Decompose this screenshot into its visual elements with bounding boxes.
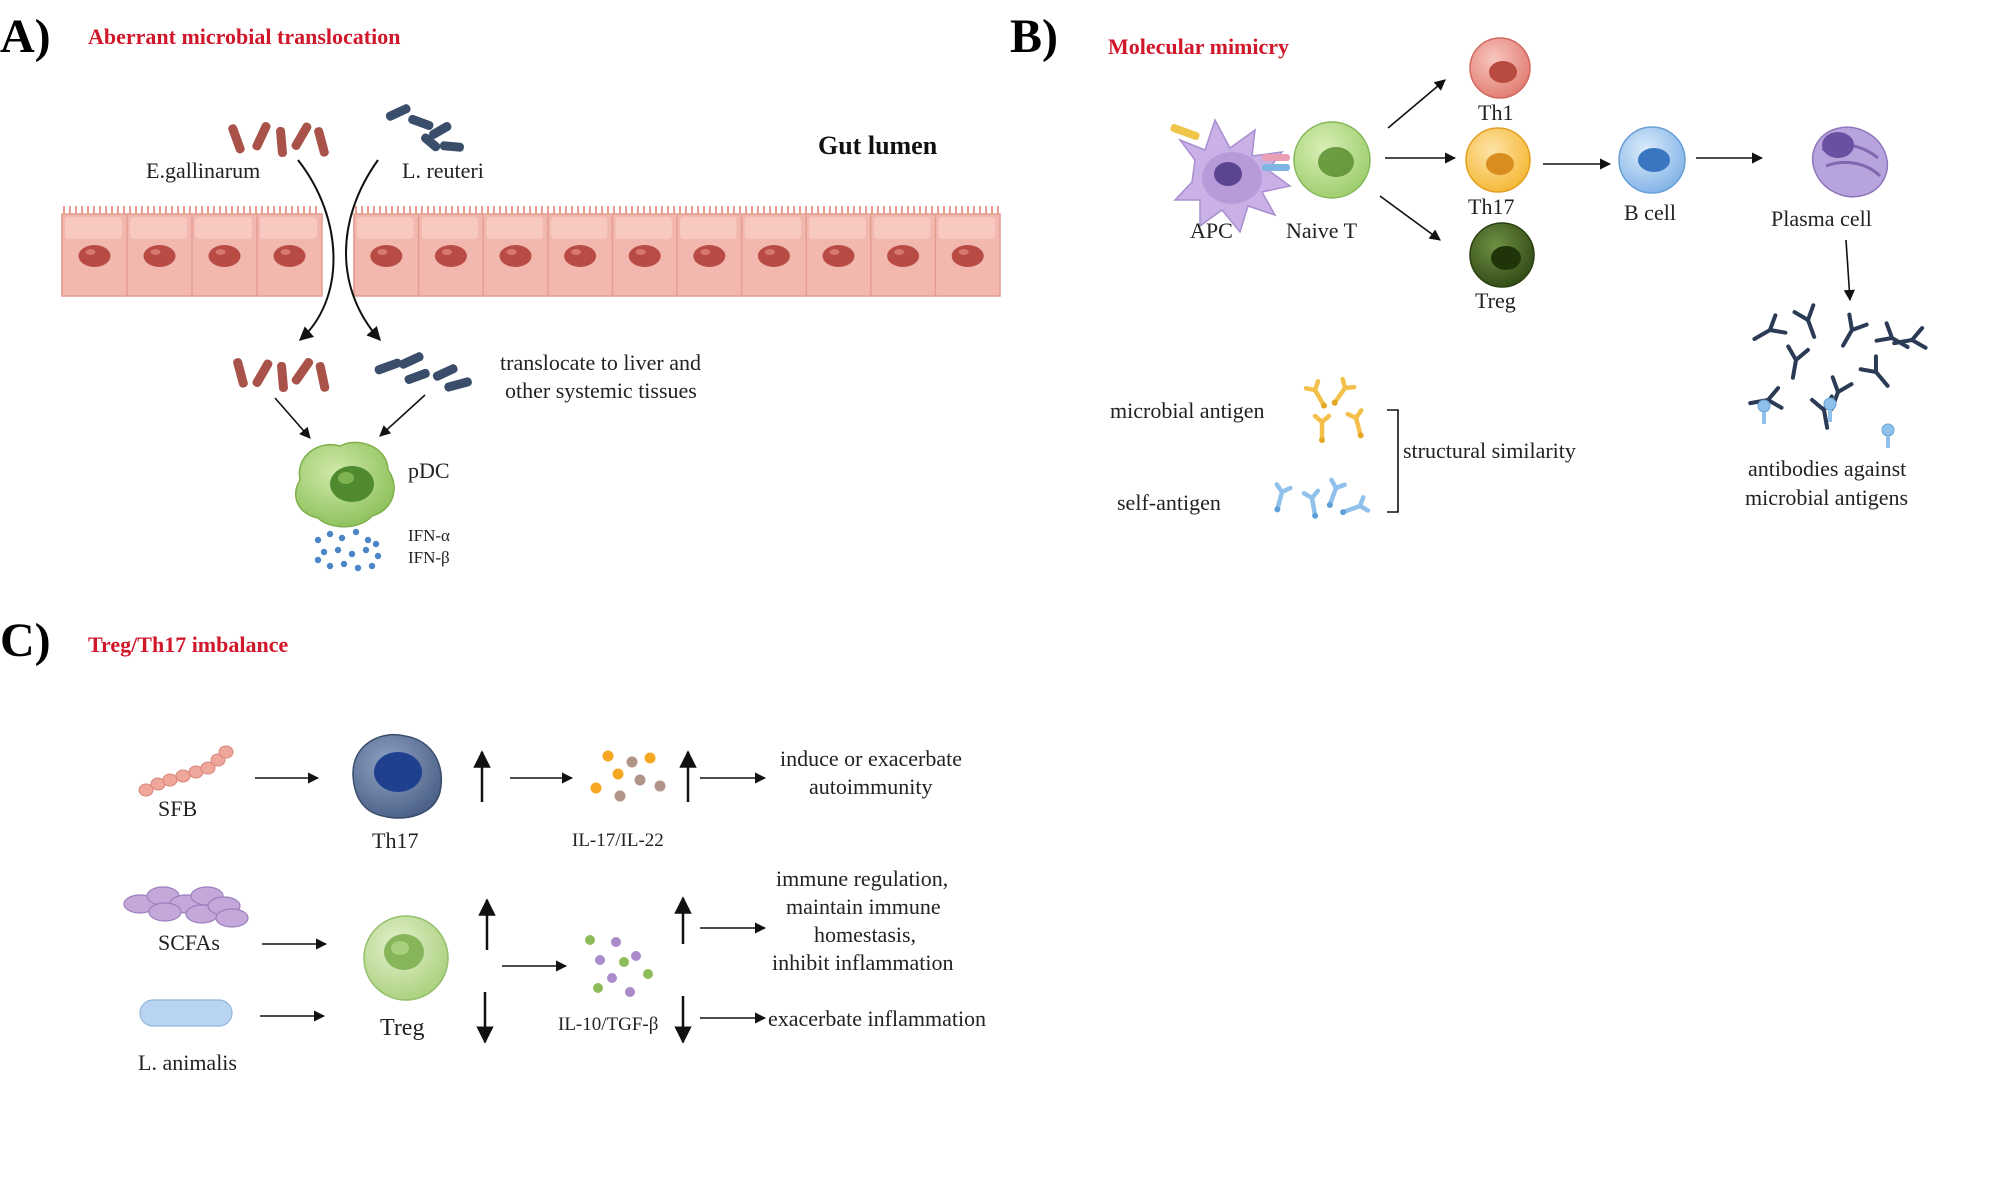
translocation-arrow-1 xyxy=(297,159,335,341)
treg-cell-c xyxy=(363,915,449,1001)
panel-c-title: Treg/Th17 imbalance xyxy=(88,632,289,657)
l-animalis-bacteria xyxy=(139,999,233,1027)
scfas-label: SCFAs xyxy=(158,930,220,955)
panel-b-title: Molecular mimicry xyxy=(1108,34,1290,59)
il10-cytokine-dots xyxy=(585,935,653,997)
gut-epithelium xyxy=(61,206,1001,297)
microbial-antigen-label: microbial antigen xyxy=(1110,398,1265,423)
induce-label-line2: autoimmunity xyxy=(809,774,933,799)
ifn-cytokine-dots xyxy=(314,528,382,572)
pdc-label: pDC xyxy=(408,458,450,483)
translocate-label-line1: translocate to liver and xyxy=(500,350,701,375)
gut-lumen-label: Gut lumen xyxy=(818,131,938,160)
il10-tgf-label: IL-10/TGF-β xyxy=(558,1014,659,1035)
l-animalis-label: L. animalis xyxy=(138,1050,237,1075)
microbial-antigen-icons xyxy=(1303,376,1364,443)
translocation-arrow-2 xyxy=(345,159,381,342)
il17-cytokine-dots xyxy=(590,750,666,802)
arrow-naive-to-th1 xyxy=(1387,79,1446,129)
ifn-beta-label: IFN-β xyxy=(408,548,450,567)
l-reuteri-label: L. reuteri xyxy=(402,158,484,183)
th17-label-c: Th17 xyxy=(372,828,419,853)
e-gallinarum-bacteria-top xyxy=(228,122,329,157)
treg-label-c: Treg xyxy=(380,1015,425,1041)
naive-t-cell xyxy=(1293,121,1371,199)
pdc-cell xyxy=(295,441,395,528)
exacerbate-label: exacerbate inflammation xyxy=(768,1006,987,1031)
arrow-plasma-to-antibodies xyxy=(1843,239,1855,302)
regulation-label-line4: inhibit inflammation xyxy=(772,950,954,975)
regulation-label-line1: immune regulation, xyxy=(776,866,949,891)
similarity-bracket xyxy=(1387,409,1399,513)
structural-similarity-label: structural similarity xyxy=(1403,438,1576,463)
plasma-cell xyxy=(1811,126,1889,198)
regulation-label-line2: maintain immune xyxy=(786,894,941,919)
panel-a-title: Aberrant microbial translocation xyxy=(88,24,401,49)
treg-label-b: Treg xyxy=(1475,288,1516,313)
scfas-molecules xyxy=(123,886,249,928)
naive-t-label: Naive T xyxy=(1286,218,1358,243)
ifn-alpha-label: IFN-α xyxy=(408,526,450,545)
arrow-to-pdc-right xyxy=(379,394,426,437)
induce-label-line1: induce or exacerbate xyxy=(780,746,962,771)
il17-il22-label: IL-17/IL-22 xyxy=(572,830,664,851)
th1-label: Th1 xyxy=(1478,100,1514,125)
self-antigen-label: self-antigen xyxy=(1117,490,1221,515)
arrow-naive-to-treg xyxy=(1379,195,1441,241)
e-gallinarum-label: E.gallinarum xyxy=(146,158,261,183)
apc-cell xyxy=(1170,118,1292,234)
apc-label: APC xyxy=(1190,218,1233,243)
sfb-label: SFB xyxy=(158,796,198,821)
treg-cell-b xyxy=(1469,222,1535,288)
th17-cell xyxy=(1465,127,1531,193)
th17-label-b: Th17 xyxy=(1468,194,1515,219)
e-gallinarum-bacteria-bottom xyxy=(233,357,330,392)
th17-cell-c xyxy=(352,734,443,819)
b-cell xyxy=(1618,126,1686,194)
b-cell-label: B cell xyxy=(1624,200,1676,225)
antibodies-cluster xyxy=(1748,303,1928,448)
regulation-label-line3: homestasis, xyxy=(814,922,917,947)
self-antigen-icons xyxy=(1274,477,1371,519)
l-reuteri-bacteria-top xyxy=(385,104,464,152)
translocate-label-line2: other systemic tissues xyxy=(505,378,697,403)
th1-cell xyxy=(1469,37,1531,99)
arrow-to-pdc-left xyxy=(274,397,311,439)
panel-b-letter: B) xyxy=(1010,10,1058,63)
panel-c-letter: C) xyxy=(0,614,51,667)
l-reuteri-bacteria-bottom xyxy=(374,352,472,392)
panel-a-letter: A) xyxy=(0,10,51,63)
antibodies-label-line2: microbial antigens xyxy=(1745,485,1909,510)
plasma-cell-label: Plasma cell xyxy=(1771,206,1872,231)
sfb-bacteria xyxy=(138,745,234,797)
antibodies-label-line1: antibodies against xyxy=(1748,456,1907,481)
